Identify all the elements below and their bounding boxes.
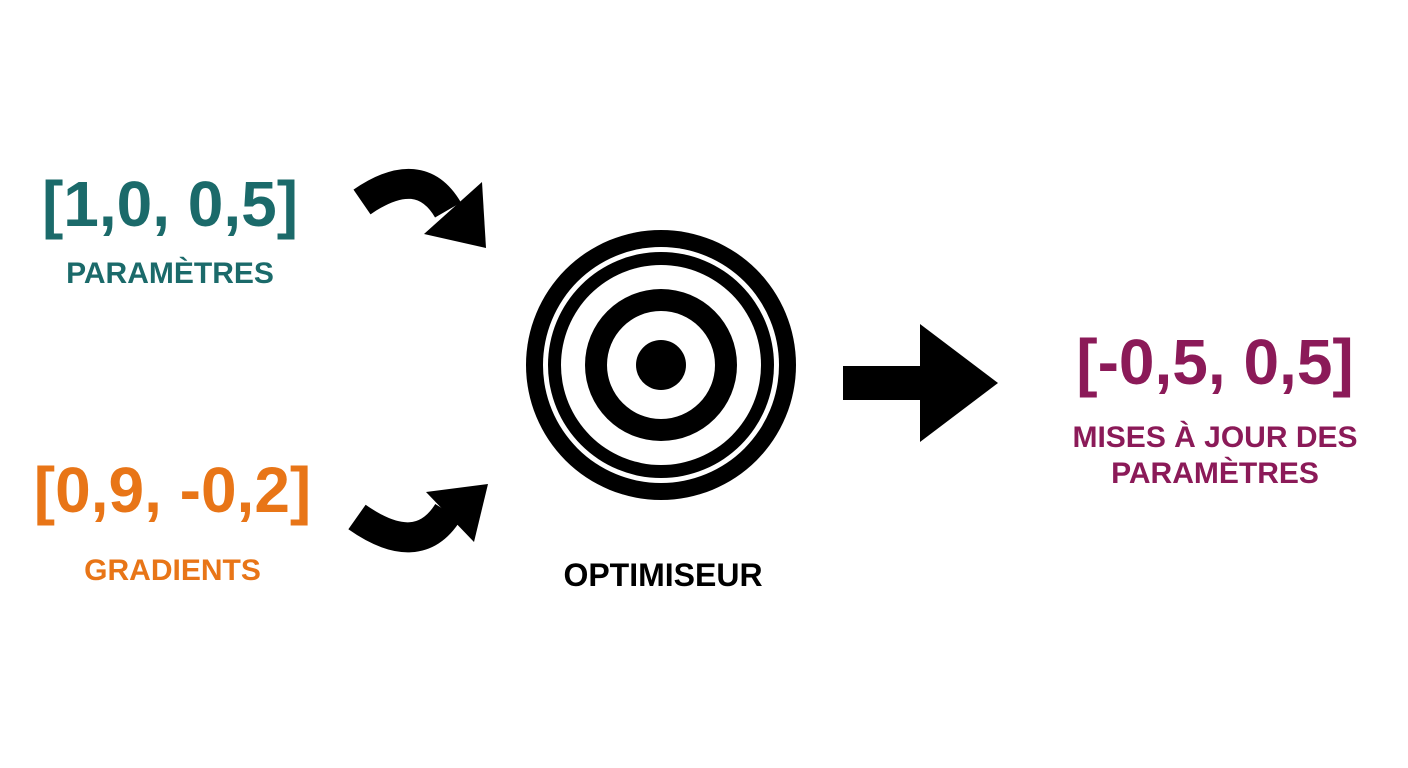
gradients-value: [0,9, -0,2] bbox=[33, 454, 312, 526]
curved-arrow-top-icon bbox=[353, 168, 486, 248]
parameters-label: PARAMÈTRES bbox=[66, 257, 274, 290]
target-icon bbox=[526, 230, 796, 500]
updates-label: MISES À JOUR DES PARAMÈTRES bbox=[1030, 420, 1400, 492]
updates-value: [-0,5, 0,5] bbox=[1076, 326, 1354, 398]
updates-label-line-1: MISES À JOUR DES bbox=[1072, 421, 1358, 454]
curved-arrow-bottom-icon bbox=[348, 484, 488, 553]
optimizer-label: OPTIMISEUR bbox=[563, 557, 763, 593]
gradients-label: GRADIENTS bbox=[84, 554, 261, 587]
updates-label-line-2: PARAMÈTRES bbox=[1111, 457, 1319, 490]
right-arrow-icon bbox=[843, 324, 998, 442]
parameters-value: [1,0, 0,5] bbox=[41, 168, 299, 240]
